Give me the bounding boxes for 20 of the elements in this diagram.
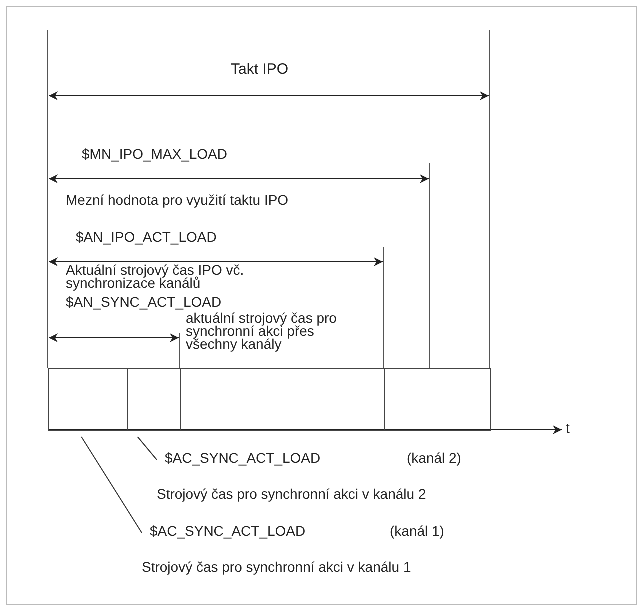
axis-label: t: [566, 420, 570, 436]
channel-note: (kanál 2): [407, 450, 462, 466]
variable-name: $AN_SYNC_ACT_LOAD: [66, 294, 222, 310]
channel-note: (kanál 1): [390, 523, 444, 539]
variable-name: $AC_SYNC_ACT_LOAD: [150, 523, 306, 539]
variable-name: $MN_IPO_MAX_LOAD: [82, 146, 228, 162]
variable-name: $AC_SYNC_ACT_LOAD: [165, 450, 321, 466]
dimension-label: Takt IPO: [231, 62, 289, 78]
bar-segment: [180, 368, 385, 431]
bar-segment: [48, 368, 128, 431]
leader-line: [81, 436, 142, 534]
leader-line: [137, 436, 158, 460]
bar-segment: [127, 368, 181, 431]
dimension-label: aktuální strojový čas pro synchronní akci přes všechny kanály: [186, 312, 338, 351]
dimension-label: Mezní hodnota pro využití taktu IPO: [66, 192, 289, 208]
description: Strojový čas pro synchronní akci v kanálu 1: [142, 559, 412, 575]
description: Strojový čas pro synchronní akci v kanálu 2: [157, 486, 426, 502]
dimension-label: Aktuální strojový čas IPO vč. synchronizace kanálů: [66, 264, 246, 290]
bar-segment: [384, 368, 491, 431]
variable-name: $AN_IPO_ACT_LOAD: [76, 229, 217, 245]
